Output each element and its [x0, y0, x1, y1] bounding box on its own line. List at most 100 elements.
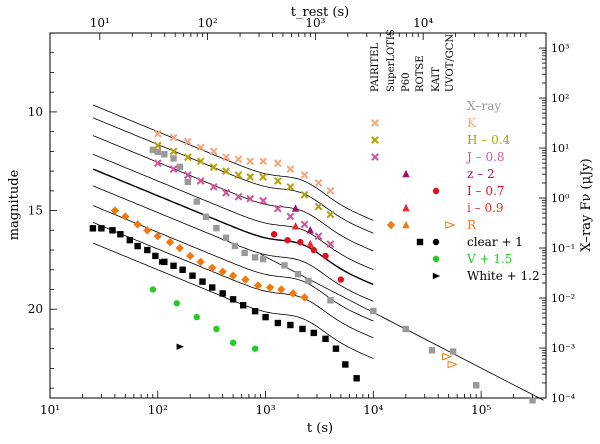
legend-instrument: SuperLOTIS — [386, 29, 397, 92]
data-point — [234, 155, 243, 164]
data-point — [231, 242, 239, 250]
data-point — [149, 146, 157, 154]
data-point — [153, 129, 162, 138]
data-point — [196, 177, 205, 185]
data-point — [219, 290, 226, 297]
data-point — [144, 246, 151, 254]
data-point — [259, 173, 268, 181]
data-point — [209, 163, 218, 172]
legend-marker — [371, 153, 379, 161]
data-point — [170, 155, 177, 162]
data-point — [246, 194, 255, 203]
y-tick-label: 10 — [28, 105, 43, 119]
y-axis-label: magnitude — [7, 169, 22, 240]
data-point — [193, 198, 200, 205]
data-point — [327, 297, 334, 304]
data-point — [208, 263, 217, 272]
data-point — [291, 204, 300, 212]
data-point — [529, 397, 536, 404]
data-point — [169, 147, 178, 156]
data-point — [241, 249, 248, 257]
legend-label: R — [467, 218, 477, 232]
legend-label: clear + 1 — [467, 235, 523, 249]
data-point — [189, 272, 196, 279]
data-point — [209, 147, 218, 156]
legend-instrument: P60 — [401, 73, 412, 92]
data-point — [173, 300, 180, 307]
x-tick-label: 10⁴ — [363, 403, 383, 417]
data-point — [314, 232, 323, 241]
data-point — [183, 171, 192, 179]
legend-label: i – 0.9 — [467, 201, 504, 215]
y2-tick-label: 10³ — [551, 42, 569, 55]
data-point — [213, 224, 220, 232]
data-point — [284, 236, 291, 244]
legend-marker — [371, 136, 379, 144]
data-point — [183, 153, 192, 162]
legend-marker — [432, 255, 440, 263]
data-point — [246, 157, 255, 166]
data-point — [98, 225, 105, 232]
legend-marker — [386, 220, 396, 230]
legend-instrument: KAIT — [431, 67, 442, 92]
data-point — [472, 382, 480, 389]
data-point — [262, 313, 269, 321]
data-point — [300, 293, 309, 302]
data-point — [259, 196, 268, 205]
data-point — [246, 173, 255, 181]
data-point — [126, 236, 133, 244]
model-curve — [92, 117, 374, 234]
legend-label: V + 1.5 — [466, 252, 512, 266]
model-curve — [92, 135, 374, 252]
data-point — [370, 307, 377, 315]
data-point — [277, 285, 286, 294]
data-point — [121, 212, 130, 221]
data-point — [314, 179, 323, 187]
data-point — [326, 240, 335, 249]
y2-tick-label: 10² — [551, 92, 569, 105]
data-point — [353, 375, 360, 382]
model-curve — [92, 168, 374, 286]
data-point — [228, 271, 238, 280]
data-point — [273, 159, 282, 168]
data-point — [234, 171, 243, 179]
data-point — [265, 283, 275, 292]
data-point — [402, 325, 409, 333]
data-point — [297, 238, 304, 246]
data-point — [202, 213, 210, 221]
data-point — [291, 222, 300, 230]
y2-axis-label: X–ray Fν (μJy) — [579, 158, 594, 251]
data-point — [196, 157, 205, 166]
data-point — [251, 254, 259, 261]
y2-tick-label: 10¹ — [551, 142, 569, 155]
data-point — [326, 186, 335, 195]
data-point — [337, 276, 345, 283]
data-point — [332, 345, 340, 352]
data-point — [169, 165, 178, 174]
data-point — [110, 206, 120, 215]
data-point — [159, 258, 167, 266]
legend-marker — [432, 272, 441, 280]
legend-label: z – 2 — [467, 167, 495, 181]
legend-label: H – 0.4 — [467, 133, 511, 147]
data-point — [273, 177, 282, 185]
x2-tick-label: 10² — [198, 16, 218, 30]
y2-tick-label: 10⁻³ — [551, 342, 575, 355]
data-point — [109, 227, 116, 234]
data-point — [259, 157, 268, 166]
data-point — [306, 239, 314, 248]
data-point — [294, 270, 302, 278]
data-point — [222, 153, 230, 162]
legend-label: White + 1.2 — [467, 269, 540, 283]
data-point — [288, 289, 298, 298]
data-point — [306, 226, 314, 234]
data-point — [241, 275, 250, 284]
data-point — [234, 192, 243, 201]
data-point — [153, 141, 162, 150]
data-point — [213, 325, 220, 333]
data-point — [342, 361, 349, 368]
data-point — [143, 226, 152, 235]
data-point — [193, 313, 200, 321]
data-point — [153, 159, 162, 168]
data-point — [161, 151, 168, 158]
